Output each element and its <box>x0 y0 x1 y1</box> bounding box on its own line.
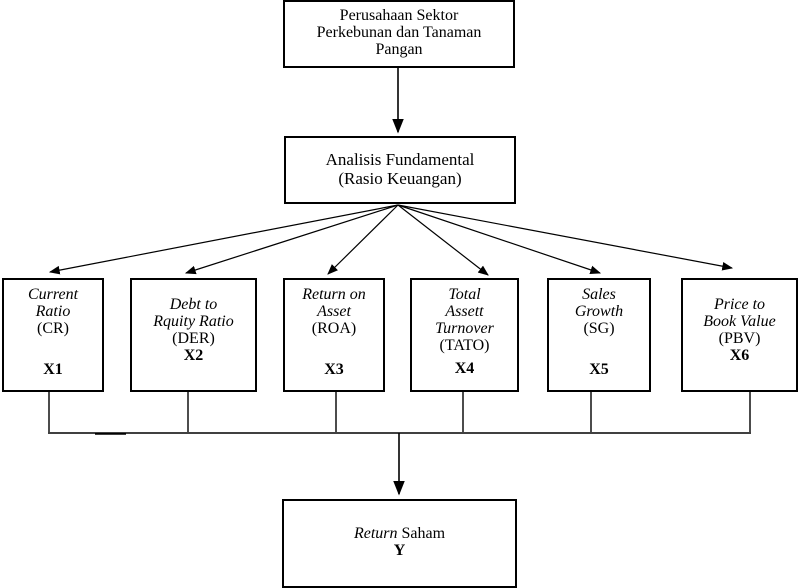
stock-return-label: Return Saham <box>284 525 515 542</box>
variable-box-x5: Sales Growth (SG) X5 <box>547 278 651 392</box>
company-sector-line-3: Pangan <box>375 41 423 58</box>
arrow-to-x6 <box>397 204 734 271</box>
variable-x4-code: X4 <box>454 360 475 377</box>
company-sector-line-1: Perusahaan Sektor <box>339 7 459 24</box>
arrow-to-x4 <box>397 204 489 276</box>
stock-return-code: Y <box>393 542 406 559</box>
variable-x1-code: X1 <box>43 361 63 378</box>
variable-box-x6: Price to Book Value (PBV) X6 <box>681 278 798 392</box>
variable-x2-abbr: (DER) <box>172 330 215 347</box>
variable-x4-line-2: Assett <box>445 303 484 320</box>
variable-x5-line-2: Growth <box>574 303 624 320</box>
variable-x3-code: X3 <box>324 361 344 378</box>
variable-x4-line-3: Turnover <box>435 320 494 337</box>
variable-x6-code: X6 <box>729 347 750 364</box>
stock-return-plain: Saham <box>397 525 446 542</box>
company-sector-line-2: Perkebunan dan Tanaman <box>316 24 482 41</box>
fundamental-analysis-line-1: Analisis Fundamental <box>325 150 475 169</box>
variable-x1-line-1: Current <box>27 286 79 303</box>
arrow-to-x5 <box>397 204 602 274</box>
variable-box-x3: Return on Asset (ROA) X3 <box>283 278 385 392</box>
variable-x3-line-2: Asset <box>317 303 351 320</box>
variable-box-x2: Debt to Rquity Ratio (DER) X2 <box>130 278 257 392</box>
stock-return-italic: Return <box>353 525 398 542</box>
variable-x6-abbr: (PBV) <box>718 330 761 347</box>
variable-x6-line-2: Book Value <box>703 313 776 330</box>
variable-x4-abbr: (TATO) <box>439 337 490 354</box>
variable-x5-code: X5 <box>589 361 609 378</box>
arrow-to-x1 <box>48 204 399 275</box>
variable-x6-line-1: Price to <box>713 296 766 313</box>
variable-x3-line-1: Return on <box>302 286 366 303</box>
variable-x5-abbr: (SG) <box>583 320 615 337</box>
stock-return-box: Return Saham Y <box>282 499 517 588</box>
variable-x5-line-1: Sales <box>582 286 616 303</box>
variable-x4-line-1: Total <box>448 286 481 303</box>
fundamental-analysis-line-2: (Rasio Keuangan) <box>338 169 462 188</box>
variable-x1-line-2: Ratio <box>35 303 71 320</box>
fundamental-analysis-box: Analisis Fundamental (Rasio Keuangan) <box>284 136 516 204</box>
arrow-to-x3 <box>327 204 399 275</box>
variable-box-x1: Current Ratio (CR) X1 <box>2 278 104 392</box>
variable-x1-abbr: (CR) <box>37 320 69 337</box>
variable-x2-line-2: Rquity Ratio <box>153 313 234 330</box>
variable-box-x4: Total Assett Turnover (TATO) X4 <box>410 278 519 392</box>
arrow-to-x2 <box>184 204 399 275</box>
variable-x2-line-1: Debt to <box>169 296 218 313</box>
variable-x2-code: X2 <box>183 347 204 364</box>
company-sector-box: Perusahaan Sektor Perkebunan dan Tanaman… <box>283 0 515 68</box>
variable-x3-abbr: (ROA) <box>311 320 357 337</box>
